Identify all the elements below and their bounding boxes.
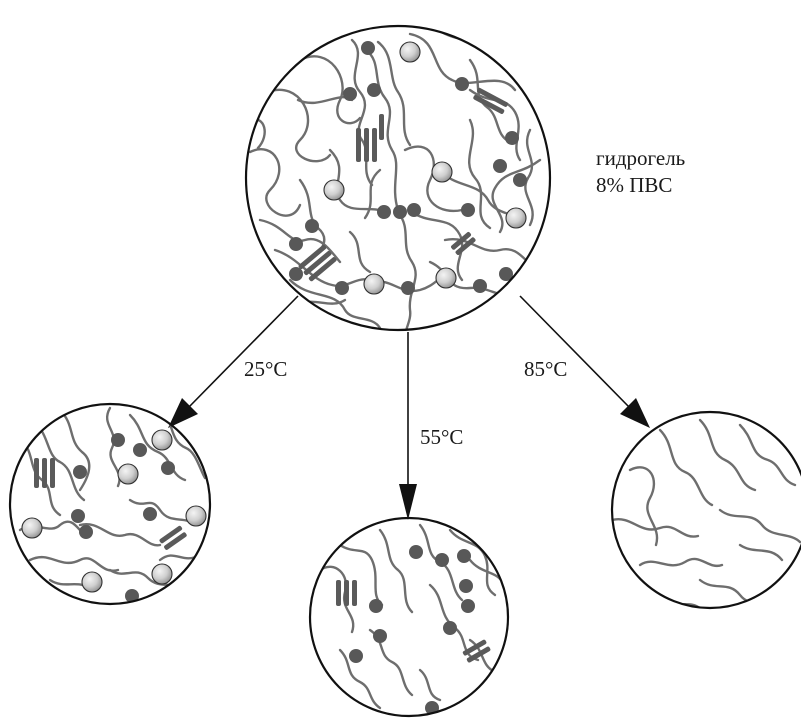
middle-circle xyxy=(310,518,508,716)
temperature-label-85: 85°C xyxy=(524,356,567,382)
middle-network xyxy=(320,525,504,715)
right-circle xyxy=(612,412,801,608)
temperature-label-25: 25°C xyxy=(244,356,287,382)
crystallite xyxy=(379,114,384,140)
pva-concentration-label: 8% ПВС xyxy=(596,172,672,198)
main-network xyxy=(250,30,540,345)
left-circle xyxy=(10,404,210,604)
temperature-label-55: 55°C xyxy=(420,424,463,450)
hydrogel-label: гидрогель xyxy=(596,145,685,171)
left-network xyxy=(20,408,206,603)
crystallite xyxy=(356,128,361,162)
crystallite xyxy=(372,128,377,162)
right-network xyxy=(612,420,800,610)
arrow-middle xyxy=(399,332,417,520)
crystallite xyxy=(364,128,369,162)
